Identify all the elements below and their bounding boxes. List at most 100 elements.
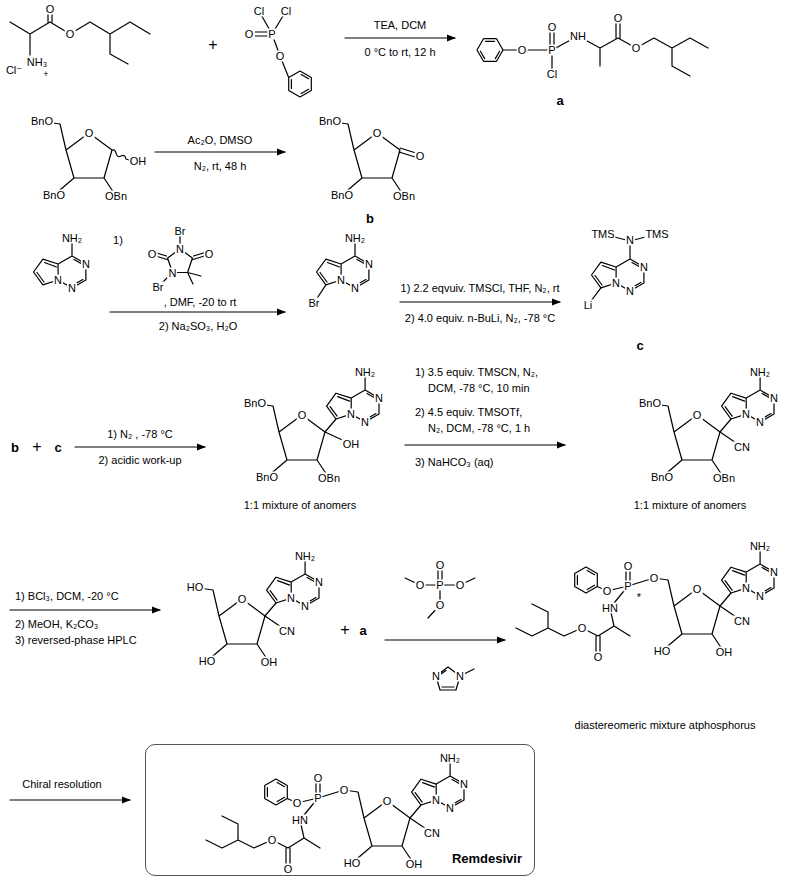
atom-label: N: [167, 267, 177, 278]
atom-label: O: [65, 29, 76, 40]
atom-label: NH₂: [354, 367, 376, 378]
atom-label: O: [692, 410, 703, 421]
atom-label: N: [769, 393, 779, 404]
compound-label: b: [366, 212, 374, 225]
stereo-mark: *: [637, 592, 641, 603]
atom-label: N: [286, 593, 296, 604]
reaction-condition: 2) Na₂SO₃, H₂O: [159, 321, 237, 332]
atom-label: O: [372, 128, 383, 139]
atom-label: Br: [174, 226, 187, 237]
atom-label: N: [374, 393, 384, 404]
atom-label: N: [445, 803, 455, 814]
atom-label: BnO: [330, 190, 354, 201]
atom-label: Cl: [280, 6, 292, 17]
reaction-condition: TEA, DCM: [374, 20, 427, 31]
charge-sign: +: [43, 70, 48, 79]
atom-label: BnO: [30, 116, 54, 127]
atom-label: P: [435, 580, 444, 591]
atom-label: BnO: [318, 116, 342, 127]
atom-label: N: [314, 577, 324, 588]
atom-label: O: [382, 796, 393, 807]
atom-label: O: [292, 798, 303, 809]
atom-label: NH₂: [294, 551, 316, 562]
reaction-condition: 2) acidic work-up: [98, 455, 181, 466]
atom-label: N: [336, 275, 346, 286]
atom-label: P: [623, 581, 632, 592]
atom-label: O: [84, 128, 95, 139]
atom-label: HO: [186, 582, 205, 593]
atom-label: HO: [343, 858, 362, 869]
atom-label: N: [455, 671, 465, 682]
atom-label: NH: [569, 31, 587, 42]
atom-label: CN: [733, 442, 751, 453]
atom-label: O: [613, 13, 624, 24]
reaction-condition: 3) reversed-phase HPLC: [15, 635, 137, 646]
atom-label: O: [623, 561, 634, 572]
atom-label: N: [364, 259, 374, 270]
atom-label: HO: [198, 656, 217, 667]
atom-label: O: [313, 773, 324, 784]
atom-label: TMS: [590, 229, 615, 240]
atom-label: OH: [129, 156, 148, 167]
atom-label: P: [267, 29, 276, 40]
atom-label: NH₂: [344, 233, 366, 244]
atom-label: O: [415, 151, 426, 162]
atom-label: CN: [733, 616, 751, 627]
atom-label: N: [625, 286, 635, 297]
atom-label: BnO: [42, 190, 66, 201]
atom-label: NH₂: [749, 367, 771, 378]
compound-label: a: [556, 94, 563, 107]
reaction-condition: N₂, rt, 48 h: [194, 161, 247, 172]
plus-sign: +: [32, 439, 41, 455]
atom-label: HO: [653, 646, 672, 657]
reaction-condition: 3) NaHCO₃ (aq): [415, 457, 493, 468]
atom-label: N: [459, 779, 469, 790]
atom-label: N: [639, 262, 649, 273]
reaction-condition: 1:1 mixture of anomers: [634, 500, 747, 511]
plus-sign: +: [340, 622, 349, 638]
atom-label: N: [81, 259, 91, 270]
atom-label: OBn: [104, 191, 128, 202]
atom-label: N: [175, 244, 185, 255]
atom-label: O: [297, 410, 308, 421]
atom-label: BnO: [255, 472, 279, 483]
atom-label: NH₃: [26, 57, 48, 68]
reaction-condition: , DMF, -20 to rt: [164, 297, 237, 308]
atom-label: NH₂: [439, 753, 461, 764]
atom-label: OH: [342, 439, 361, 450]
atom-label: CN: [423, 828, 441, 839]
atom-label: NH₂: [749, 541, 771, 552]
atom-label: Br: [308, 298, 321, 309]
atom-label: O: [435, 560, 446, 571]
atom-label: NH₂: [61, 233, 83, 244]
atom-label: Br: [152, 282, 165, 293]
atom-label: O: [147, 249, 158, 260]
product-box: Remdesivir: [145, 744, 535, 876]
atom-label: O: [283, 864, 294, 875]
atom-label: O: [631, 43, 642, 54]
atom-label: OBn: [712, 473, 736, 484]
product-name: Remdesivir: [452, 852, 522, 865]
atom-label: BnO: [638, 398, 662, 409]
atom-label: P: [547, 45, 556, 56]
atom-label: N: [625, 235, 635, 246]
atom-label: N: [67, 283, 77, 294]
atom-label: O: [435, 600, 446, 611]
atom-label: N: [755, 417, 765, 428]
atom-label: N: [346, 409, 356, 420]
reaction-condition: DCM, -78 °C, 10 min: [428, 383, 530, 394]
atom-label: O: [244, 29, 255, 40]
atom-label: O: [415, 580, 426, 591]
atom-label: TMS: [644, 229, 669, 240]
atom-label: N: [741, 409, 751, 420]
atom-label: Cl: [546, 69, 558, 80]
atom-label: BnO: [650, 472, 674, 483]
compound-label: c: [54, 441, 61, 454]
reaction-condition: 0 °C to rt, 12 h: [364, 47, 435, 58]
reaction-condition: 2) 4.5 equiv. TMSOTf,: [415, 407, 522, 418]
reaction-condition: N₂, DCM, -78 °C, 1 h: [428, 423, 530, 434]
atom-label: O: [593, 652, 604, 663]
reaction-condition: Chiral resolution: [22, 779, 101, 790]
atom-label: N: [741, 583, 751, 594]
atom-label: Cl: [253, 6, 265, 17]
